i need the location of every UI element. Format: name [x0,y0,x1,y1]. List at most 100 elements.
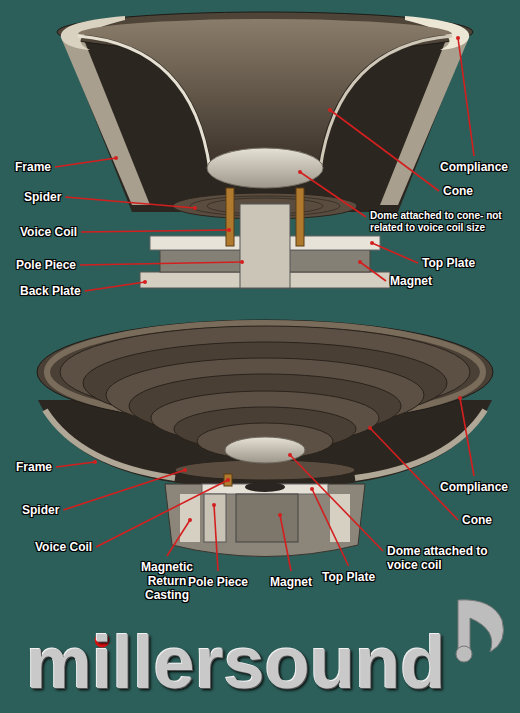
leader-dot [328,108,332,112]
leader-line [300,172,366,217]
label-holder: Pole Piece [16,258,76,272]
label-holder: Spider [22,503,59,517]
label-holder: Voice Coil [20,225,77,239]
casting-wall [180,494,200,542]
leader-dot [456,36,460,40]
label-holder: Cone [462,513,492,527]
label-holder: Spider [24,190,61,204]
dust-dome [207,148,323,188]
leader-dot [298,170,302,174]
part-note: Dome attached to cone- not related to vo… [370,210,514,234]
part-label: Cone [443,184,473,198]
label-holder: Frame [15,160,51,174]
leader-dot [278,513,282,517]
leader-line [458,38,474,156]
part-label: Voice Coil [35,540,92,554]
leader-dot [370,241,374,245]
leader-dot [358,260,362,264]
part-label: Magnet [270,575,312,589]
label-holder: millersound [26,626,445,700]
vent-hole [245,482,285,492]
part-label: Cone [462,513,492,527]
leader-line [65,197,195,208]
leader-dot [114,156,118,160]
leader-line [167,520,190,556]
part-label: Dome attached to voice coil [387,544,507,572]
leader-line [81,230,229,232]
leader-line [214,505,218,571]
label-holder: Dome attached to cone- not related to vo… [370,210,514,234]
note-ornament [456,646,472,662]
leader-line [312,489,349,566]
leader-line [56,462,95,467]
part-label: Frame [15,160,51,174]
bottom-speaker [37,320,493,557]
leader-dot [226,478,230,482]
part-label: Pole Piece [16,258,76,272]
leader-line [63,470,185,510]
label-holder: Pole Piece [188,575,248,589]
frame-strut [62,40,150,205]
part-label: Back Plate [20,284,81,298]
part-label: Spider [22,503,59,517]
leader-dot [143,280,147,284]
leader-dot [458,396,462,400]
label-holder: Back Plate [20,284,81,298]
leader-line [80,262,242,265]
label-holder: Compliance [440,480,508,494]
leader-line [460,398,474,476]
leader-dot [368,426,372,430]
leader-line [372,243,418,263]
label-holder: Magnet [390,274,432,288]
leader-line [290,455,383,551]
leader-line [96,480,228,547]
part-label: Compliance [440,160,508,174]
voice-coil [226,188,234,246]
magnet [236,494,298,542]
note-ornament [458,600,504,652]
leader-line [370,428,458,520]
leader-dot [227,228,231,232]
cone [78,19,452,168]
leader-line [330,110,439,191]
label-holder: Voice Coil [35,540,92,554]
label-holder: Top Plate [422,256,475,270]
part-label: Pole Piece [188,575,248,589]
part-label: Magnet [390,274,432,288]
leader-dot [188,518,192,522]
cone-edge [320,36,452,170]
leader-dot [93,460,97,464]
part-label: Top Plate [422,256,475,270]
pole-piece [240,204,290,288]
voice-coil [296,188,304,246]
leader-dot [212,503,216,507]
logo-ornament [456,600,504,662]
part-label: Voice Coil [20,225,77,239]
label-holder: Frame [16,460,52,474]
leader-dot [193,206,197,210]
top-speaker [57,12,473,288]
part-label: Spider [24,190,61,204]
label-holder: Compliance [440,160,508,174]
leader-dot [183,468,187,472]
label-holder: Magnet [270,575,312,589]
label-holder: Dome attached to voice coil [387,544,507,572]
cone-edge [78,36,210,170]
leader-line [55,158,116,167]
part-label: Compliance [440,480,508,494]
part-label: Top Plate [322,570,375,584]
leader-dot [240,260,244,264]
part-label: Frame [16,460,52,474]
leader-dot [288,453,292,457]
return-casting [165,484,365,557]
label-holder: Cone [443,184,473,198]
leader-line [280,515,291,571]
leader-dot [310,487,314,491]
leader-line [360,262,386,281]
label-holder: Top Plate [322,570,375,584]
leader-line [85,282,145,291]
voice-coil [224,474,232,486]
